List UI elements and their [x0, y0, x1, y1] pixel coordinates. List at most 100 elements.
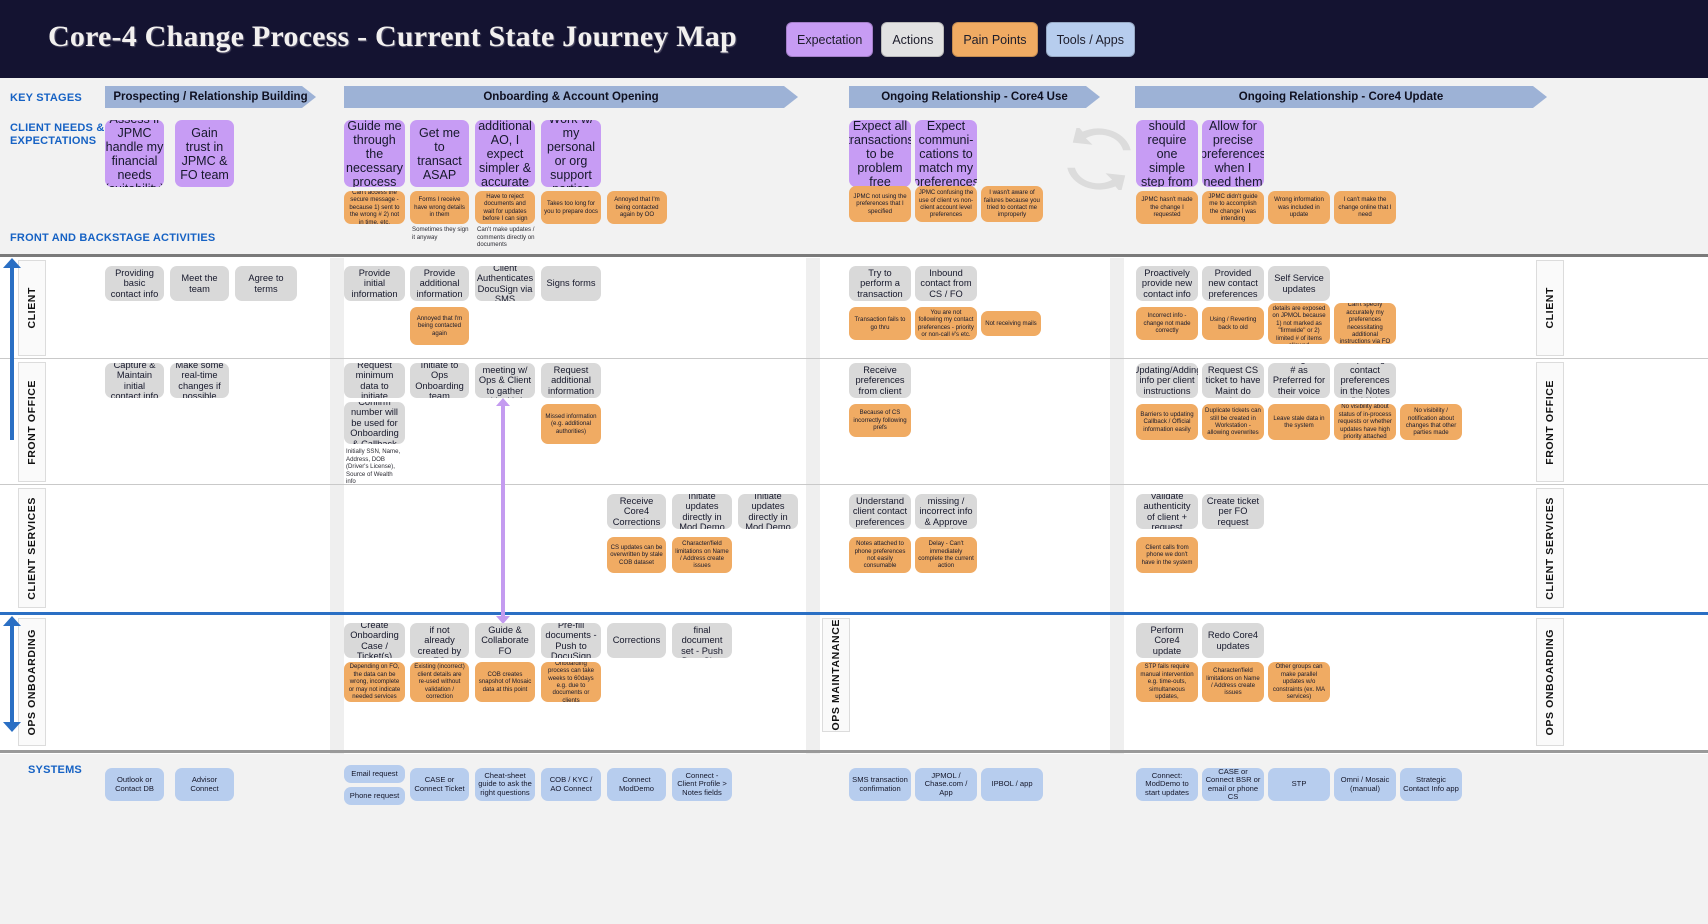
action-card[interactable]: Understand client contact preferences — [849, 494, 911, 529]
pain-point-card[interactable]: Incorrect info - change not made correct… — [1136, 307, 1198, 340]
system-card[interactable]: CASE or Connect Ticket — [410, 768, 469, 801]
stage-ongoing-core4-use[interactable]: Ongoing Relationship - Core4 Use — [849, 86, 1100, 108]
pain-point-card[interactable]: Depending on FO, the data can be wrong, … — [344, 662, 405, 702]
expectation-card[interactable]: Updates should require one simple step f… — [1136, 120, 1198, 187]
stage-ongoing-core4-update[interactable]: Ongoing Relationship - Core4 Update — [1135, 86, 1547, 108]
action-card[interactable]: Collaborative meeting w/ Ops & Client to… — [475, 363, 535, 398]
action-card[interactable]: Updating/Adding info per client instruct… — [1136, 363, 1198, 398]
pain-point-card[interactable]: Using / Reverting back to old — [1202, 307, 1264, 340]
system-card[interactable]: IPBOL / app — [981, 768, 1043, 801]
system-card[interactable]: Phone request — [344, 787, 405, 805]
pain-point-card[interactable]: JPMC hasn't made the change I requested — [1136, 191, 1198, 224]
expectation-card[interactable]: Gain trust in JPMC & FO team — [175, 120, 234, 187]
expectation-card[interactable]: Guide me through the necessary process — [344, 120, 405, 187]
system-card[interactable]: Connect - Client Profile > Notes fields — [672, 768, 732, 801]
pain-point-card[interactable]: Forms I receive have wrong details in th… — [410, 191, 469, 224]
expectation-card[interactable]: Work w/ my personal or org support parti… — [541, 120, 601, 187]
action-card[interactable]: Redo Core4 updates — [1202, 623, 1264, 658]
expectation-card[interactable]: Allow for precise preferences when I nee… — [1202, 120, 1264, 187]
expectation-card[interactable]: Get me to transact ASAP — [410, 120, 469, 187]
pain-point-card[interactable]: I wasn't aware of failures because you t… — [981, 186, 1043, 222]
system-card[interactable]: STP — [1268, 768, 1330, 801]
pain-point-card[interactable]: Duplicate tickets can still be created i… — [1202, 404, 1264, 440]
expectation-card[interactable]: For additional AO, I expect simpler & ac… — [475, 120, 535, 187]
system-card[interactable]: JPMOL / Chase.com / App — [915, 768, 977, 801]
legend-chip-tools-apps[interactable]: Tools / Apps — [1045, 22, 1135, 57]
system-card[interactable]: Omni / Mosaic (manual) — [1334, 768, 1396, 801]
system-card[interactable]: Outlook or Contact DB — [105, 768, 164, 801]
pain-point-card[interactable]: I can't make the change online that I ne… — [1334, 191, 1396, 224]
expectation-card[interactable]: Assess if JPMC handle my financial needs… — [105, 120, 164, 187]
pain-point-card[interactable]: Transaction fails to go thru — [849, 307, 911, 340]
pain-point-card[interactable]: Annoyed that I'm being contacted again — [410, 307, 469, 345]
pain-point-card[interactable]: Onboarding process can take weeks to 60d… — [541, 662, 601, 702]
action-card[interactable]: Generate final document set - Push DocuS… — [672, 623, 732, 658]
action-card[interactable]: Try to perform a transaction — [849, 266, 911, 301]
action-card[interactable]: Initiate updates directly in Mod Demo — [672, 494, 732, 529]
pain-point-card[interactable]: Wrong information was included in update — [1268, 191, 1330, 224]
action-card[interactable]: Request minimum data to initiate — [344, 363, 405, 398]
action-card[interactable]: Inbound contact from CS / FO — [915, 266, 977, 301]
system-card[interactable]: Email request — [344, 765, 405, 783]
action-card[interactable]: Capturing contact preferences in the Not… — [1334, 363, 1396, 398]
action-card[interactable]: Create Onboarding Case / Ticket(s) — [344, 623, 405, 658]
pain-point-card[interactable]: Have to reject documents and wait for up… — [475, 191, 535, 224]
action-card[interactable]: Create ticket per FO request — [1202, 494, 1264, 529]
pain-point-card[interactable]: Takes too long for you to prepare docs — [541, 191, 601, 224]
stage-onboarding[interactable]: Onboarding & Account Opening — [344, 86, 798, 108]
action-card[interactable]: Agree to terms — [235, 266, 297, 301]
pain-point-card[interactable]: Annoyed that I'm being contacted again b… — [607, 191, 667, 224]
pain-point-card[interactable]: Notes attached to phone preferences not … — [849, 537, 911, 573]
action-card[interactable]: Create ECI if not already created by FO — [410, 623, 469, 658]
action-card[interactable]: Confirm number will be used for Onboardi… — [344, 402, 405, 444]
action-card[interactable]: Receive Core4 Corrections — [607, 494, 666, 529]
action-card[interactable]: Request additional information — [541, 363, 601, 398]
pain-point-card[interactable]: COB creates snapshot of Mosaic data at t… — [475, 662, 535, 702]
action-card[interactable]: Capture & Maintain initial contact info — [105, 363, 164, 398]
expectation-card[interactable]: Expect all transactions to be problem fr… — [849, 120, 911, 187]
pain-point-card[interactable]: Existing (incorrect) client details are … — [410, 662, 469, 702]
action-card[interactable]: Signs forms — [541, 266, 601, 301]
legend-chip-pain-points[interactable]: Pain Points — [952, 22, 1038, 57]
system-card[interactable]: Strategic Contact Info app — [1400, 768, 1462, 801]
pain-point-card[interactable]: Can't access the secure message - becaus… — [344, 191, 405, 224]
system-card[interactable]: CASE or Connect BSR or email or phone CS — [1202, 768, 1264, 801]
action-card[interactable]: Guide & Collaborate FO — [475, 623, 535, 658]
system-card[interactable]: COB / KYC / AO Connect — [541, 768, 601, 801]
system-card[interactable]: Connect: ModDemo to start updates — [1136, 768, 1198, 801]
action-card[interactable]: Provided new contact preferences — [1202, 266, 1264, 301]
action-card[interactable]: Initiate to Ops Onboarding team — [410, 363, 469, 398]
action-card[interactable]: Create or Request CS ticket to have Main… — [1202, 363, 1264, 398]
stage-prospecting[interactable]: Prospecting / Relationship Building — [105, 86, 316, 108]
pain-point-card[interactable]: JPMC not using the preferences that I sp… — [849, 186, 911, 222]
action-card[interactable]: Marking new # as Preferred for their voi… — [1268, 363, 1330, 398]
legend-chip-expectation[interactable]: Expectation — [786, 22, 874, 57]
expectation-card[interactable]: Expect communi-cations to match my prefe… — [915, 120, 977, 187]
pain-point-card[interactable]: No visibility / notification about chang… — [1400, 404, 1462, 440]
action-card[interactable]: Corrections — [607, 623, 666, 658]
action-card[interactable]: Meet the team — [170, 266, 229, 301]
action-card[interactable]: Proactively provide new contact info — [1136, 266, 1198, 301]
pain-point-card[interactable]: Missed information (e.g. additional auth… — [541, 404, 601, 444]
pain-point-card[interactable]: Delay - Can't immediately complete the c… — [915, 537, 977, 573]
action-card[interactable]: Providing basic contact info — [105, 266, 164, 301]
system-card[interactable]: SMS transaction confirmation — [849, 768, 911, 801]
action-card[interactable]: Receive preferences from client — [849, 363, 911, 398]
pain-point-card[interactable]: CS updates can be overwritten by stale C… — [607, 537, 666, 573]
action-card[interactable]: Client Authenticates DocuSign via SMS — [475, 266, 535, 301]
pain-point-card[interactable]: No visibility about status of in-process… — [1334, 404, 1396, 440]
system-card[interactable]: Advisor Connect — [175, 768, 234, 801]
action-card[interactable]: Initiate updates directly in Mod Demo — [738, 494, 798, 529]
system-card[interactable]: Connect ModDemo — [607, 768, 666, 801]
pain-point-card[interactable]: Not all contact details are exposed on J… — [1268, 303, 1330, 344]
pain-point-card[interactable]: JPMC didn't guide me to accomplish the c… — [1202, 191, 1264, 224]
pain-point-card[interactable]: You are not following my contact prefere… — [915, 307, 977, 340]
legend-chip-actions[interactable]: Actions — [881, 22, 945, 57]
pain-point-card[interactable]: STP fails require manual intervention e.… — [1136, 662, 1198, 702]
action-card[interactable]: Provide additional information — [410, 266, 469, 301]
action-card[interactable]: Self Service updates — [1268, 266, 1330, 301]
action-card[interactable]: Pre-fill documents - Push to DocuSign — [541, 623, 601, 658]
action-card[interactable]: Validate authenticity of client + reques… — [1136, 494, 1198, 529]
pain-point-card[interactable]: Other groups can make parallel updates w… — [1268, 662, 1330, 702]
pain-point-card[interactable]: Leave stale data in the system — [1268, 404, 1330, 440]
